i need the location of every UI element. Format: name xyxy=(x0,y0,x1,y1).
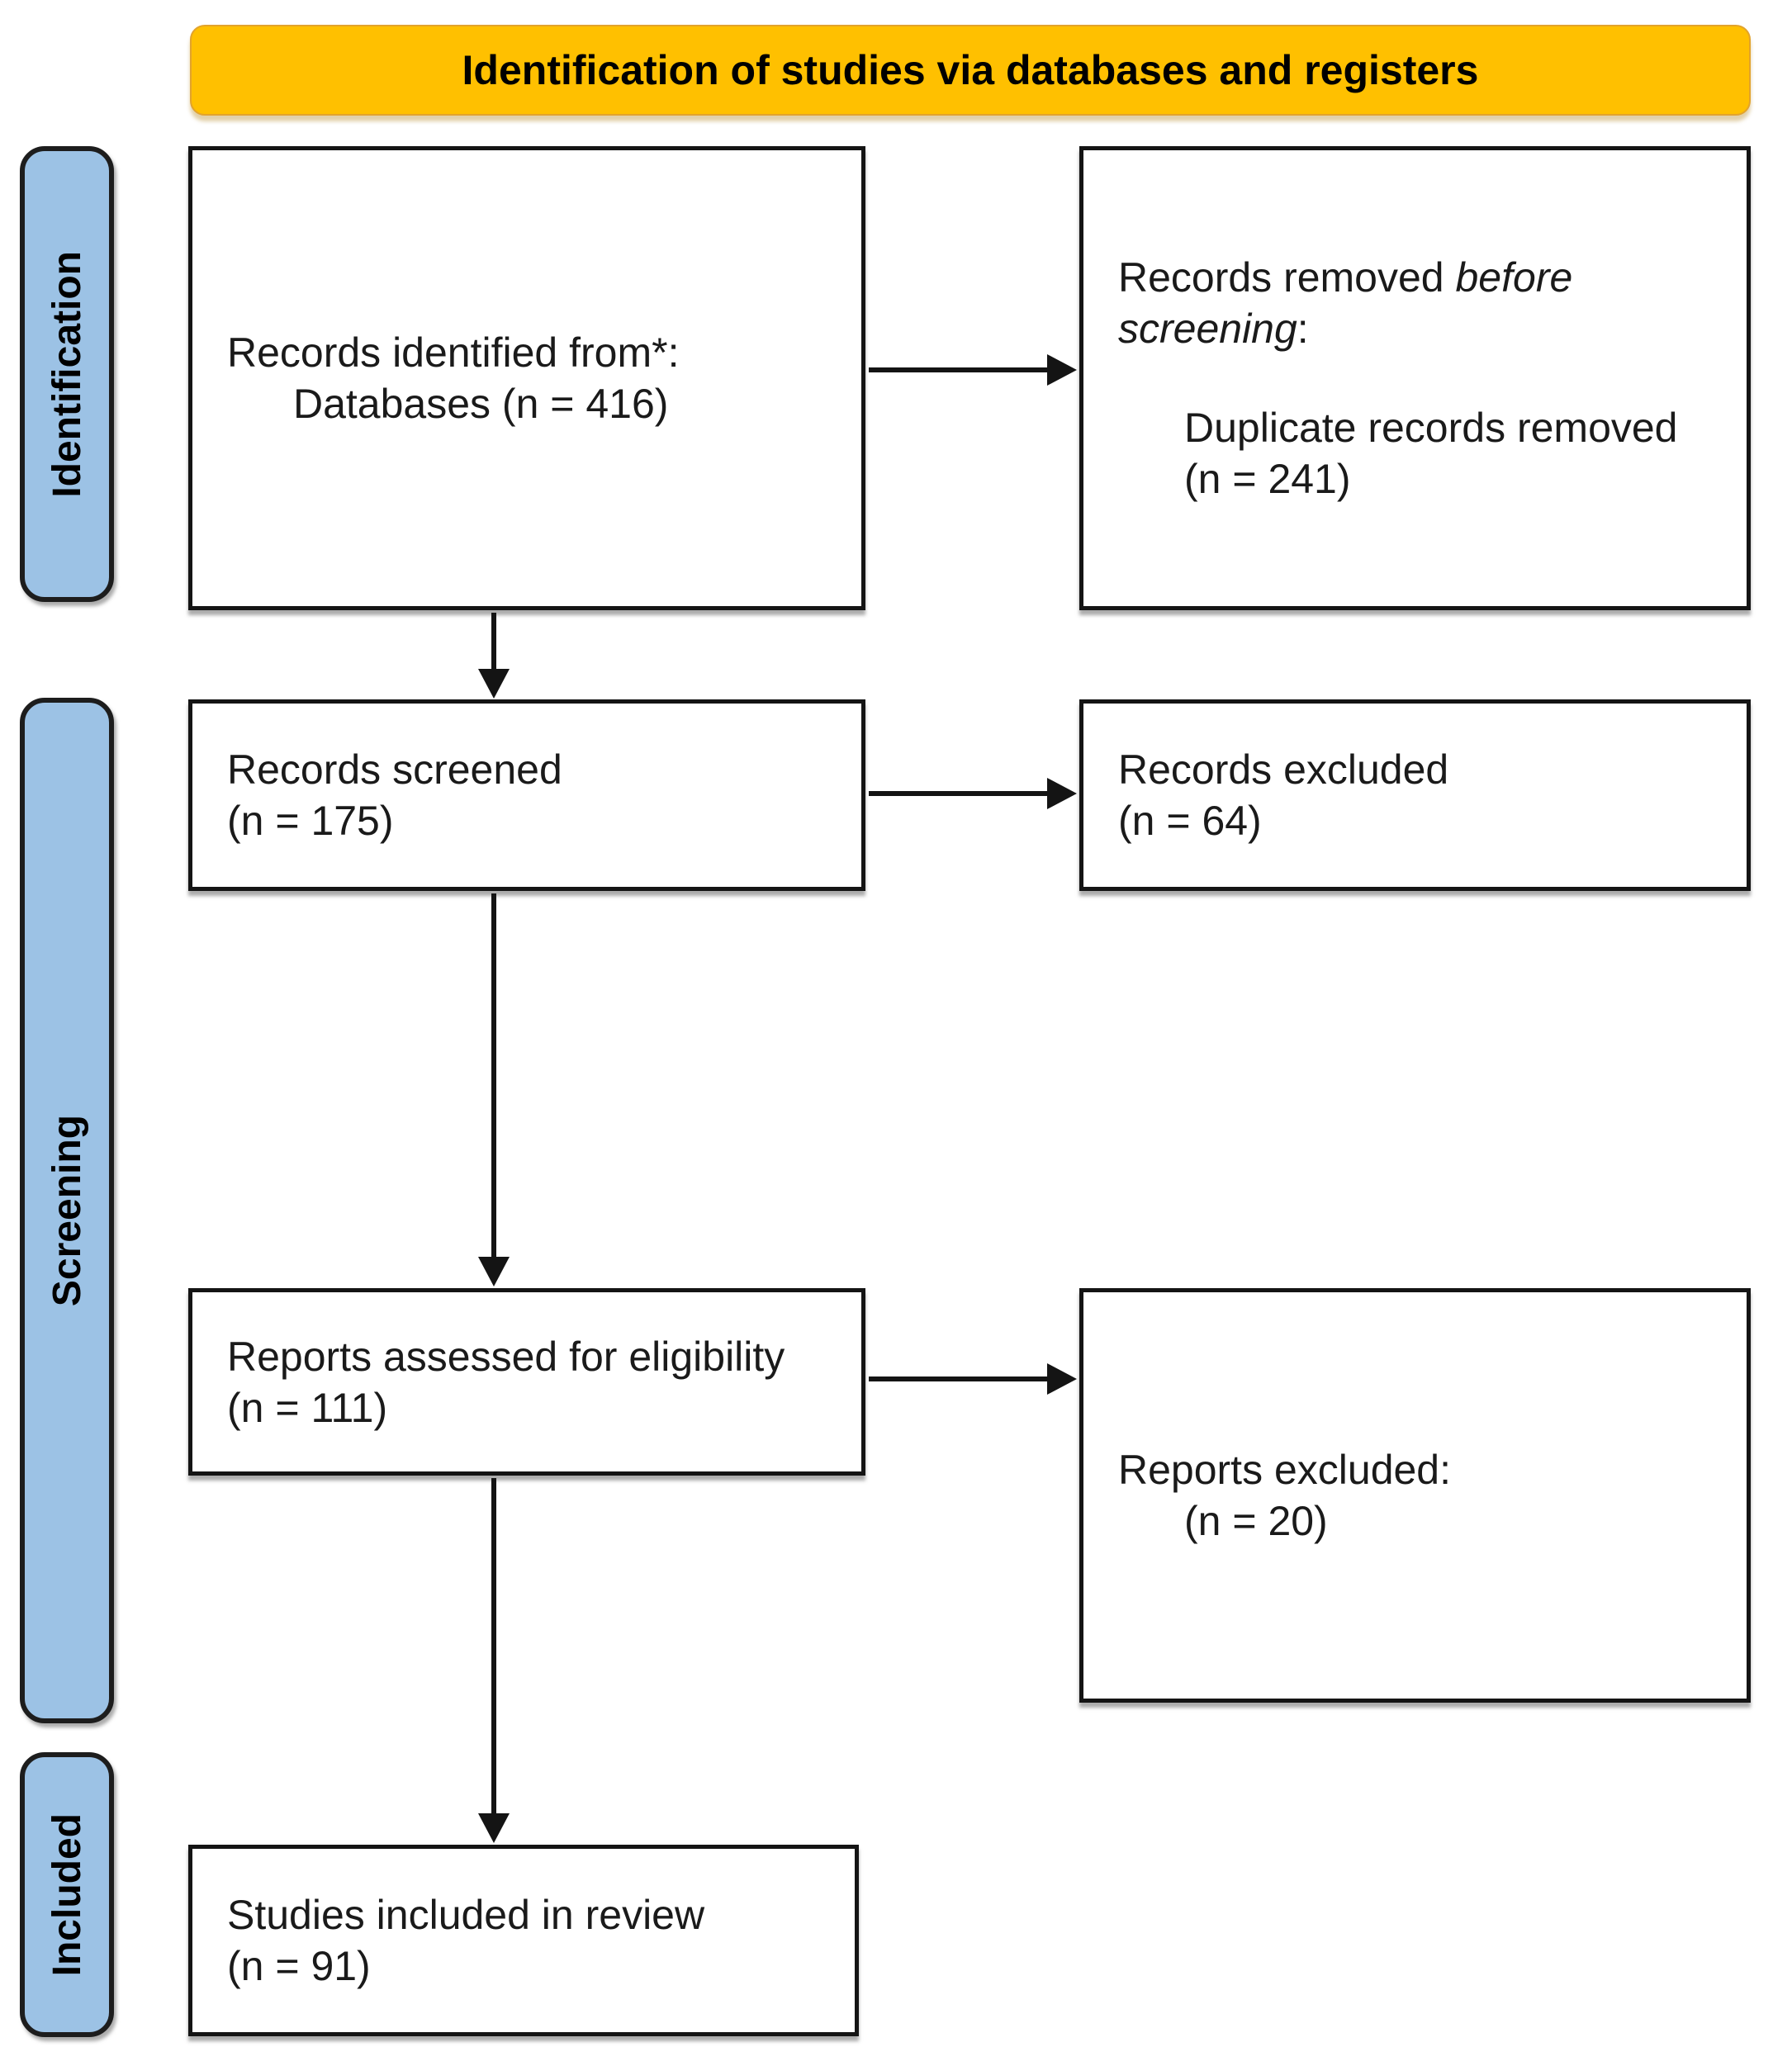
box-line: (n = 20) xyxy=(1184,1498,1328,1544)
box-line: Reports assessed for eligibility xyxy=(227,1333,785,1380)
arrow-screened-to-excluded xyxy=(869,778,1077,809)
box-records-identified: Records identified from*: Databases (n = … xyxy=(188,146,865,610)
banner: Identification of studies via databases … xyxy=(190,25,1751,116)
box-records-removed-before-screening: Records removed before screening: Duplica… xyxy=(1079,146,1751,610)
box-line: Studies included in review xyxy=(227,1892,705,1938)
stage-label-screening: Screening xyxy=(45,1114,89,1307)
box-line: (n = 241) xyxy=(1184,456,1351,502)
box-line: Records screened xyxy=(227,746,562,793)
arrow-assessed-to-excluded xyxy=(869,1363,1077,1395)
box-line: Records removed before screening: xyxy=(1118,254,1573,352)
arrow-assessed-to-included xyxy=(478,1478,510,1843)
box-studies-included-in-review: Studies included in review (n = 91) xyxy=(188,1845,859,2036)
box-line: Databases (n = 416) xyxy=(293,381,669,427)
box-line: (n = 175) xyxy=(227,798,394,844)
box-line: (n = 91) xyxy=(227,1943,371,1989)
stage-tab-included: Included xyxy=(20,1752,114,2037)
box-line: (n = 64) xyxy=(1118,798,1262,844)
stage-tab-identification: Identification xyxy=(20,146,114,602)
box-line: (n = 111) xyxy=(227,1384,388,1431)
arrow-identified-to-screened xyxy=(478,613,510,699)
box-records-excluded: Records excluded (n = 64) xyxy=(1079,699,1751,891)
box-reports-assessed-for-eligibility: Reports assessed for eligibility(n = 111… xyxy=(188,1288,865,1476)
stage-label-included: Included xyxy=(45,1812,89,1977)
box-line xyxy=(1118,354,1723,402)
arrow-identified-to-removed xyxy=(869,354,1077,386)
arrow-screened-to-assessed xyxy=(478,893,510,1286)
box-line: Duplicate records removed xyxy=(1184,405,1678,451)
banner-title: Identification of studies via databases … xyxy=(462,47,1479,93)
stage-tab-screening: Screening xyxy=(20,698,114,1723)
box-reports-excluded: Reports excluded: (n = 20) xyxy=(1079,1288,1751,1703)
box-line: Records excluded xyxy=(1118,746,1449,793)
box-line: Records identified from*: xyxy=(227,329,680,376)
box-line: Reports excluded: xyxy=(1118,1447,1452,1493)
stage-label-identification: Identification xyxy=(45,250,89,498)
box-records-screened: Records screened (n = 175) xyxy=(188,699,865,891)
